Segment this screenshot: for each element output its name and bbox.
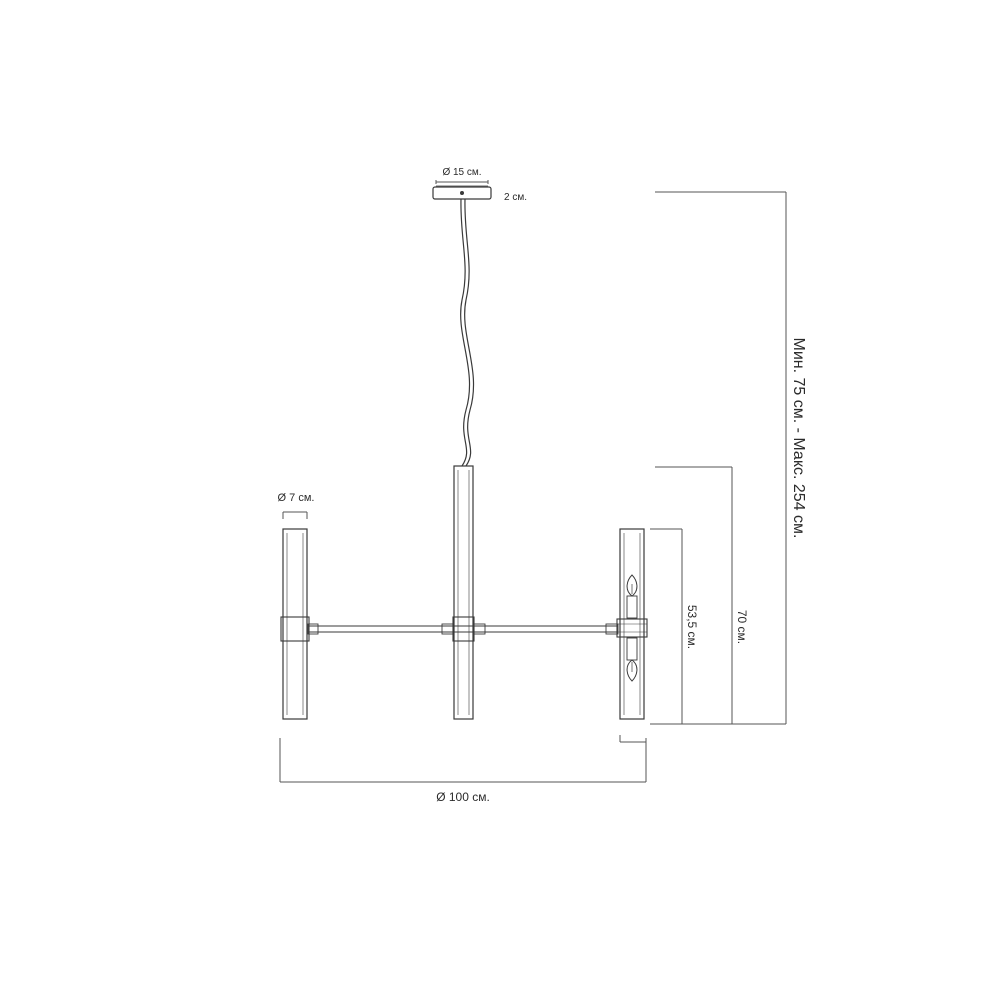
overall-diameter-dimension: Ø 100 см.: [279, 735, 647, 804]
bulb-icon: [626, 659, 638, 682]
tube-length-dimension: 53,5 см.: [650, 528, 699, 724]
tube-length-label: 53,5 см.: [685, 605, 699, 649]
horizontal-arm: [307, 623, 619, 635]
canopy-height-label: 2 см.: [504, 192, 527, 203]
tube-diameter-label: Ø 7 см.: [278, 492, 315, 504]
total-height-label: Мин. 75 см. - Макс. 254 см.: [790, 338, 807, 539]
overall-diameter-label: Ø 100 см.: [436, 790, 490, 804]
canopy-diameter-label: Ø 15 см.: [442, 167, 481, 178]
right-tube: [616, 528, 648, 720]
body-height-label: 70 см.: [735, 610, 749, 644]
body-height-dimension: 70 см.: [655, 466, 749, 724]
bulb-icon: [626, 574, 638, 597]
central-tube: [452, 465, 475, 720]
tube-diameter-dimension: Ø 7 см.: [278, 492, 315, 519]
suspension-cable: [460, 198, 475, 467]
ceiling-canopy: [432, 185, 492, 200]
canopy-diameter-dimension: Ø 15 см.: [435, 167, 489, 184]
total-height-dimension: Мин. 75 см. - Макс. 254 см.: [650, 191, 807, 725]
left-tube: [280, 528, 310, 720]
